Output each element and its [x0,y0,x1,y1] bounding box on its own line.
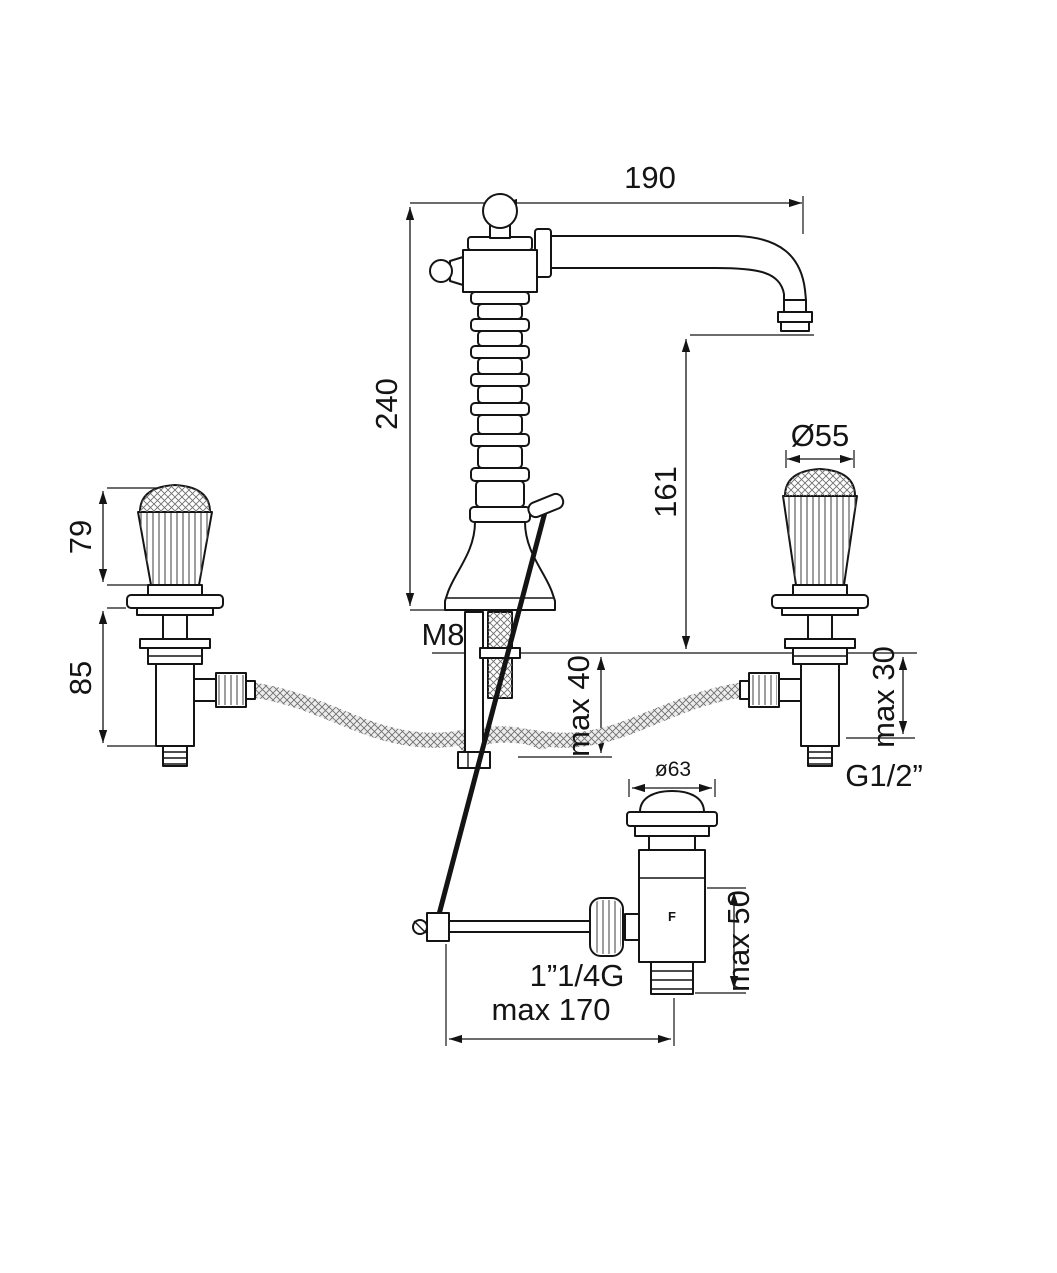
deck-washer [479,647,521,659]
label-spout-height: 240 [369,378,404,430]
right-washer [784,638,856,649]
left-valve-body [155,663,195,747]
label-outlet-height: 161 [648,466,683,518]
left-hose-ferrule [245,680,256,700]
label-deck-max-side: max 30 [866,646,901,748]
left-handle-valve [126,484,256,767]
left-escutcheon [126,594,224,609]
right-braided-hose [458,682,749,752]
right-knob-collar [792,584,848,596]
lift-rod [434,509,548,925]
label-waste-diameter: ø63 [655,758,691,781]
label-spout-reach: 190 [624,160,676,195]
left-knob-collar [147,584,203,596]
dimension-labels: 190 240 161 Ø55 79 85 M8 max 40 max 30 G… [63,160,923,1027]
spout-assembly [429,193,813,611]
waste-flange-lip [634,825,710,837]
right-hose-ferrule [739,680,750,700]
right-stem [807,614,833,640]
swan-spout [550,235,807,301]
label-deck-max-center: max 40 [561,655,596,757]
flexible-hoses [246,682,749,752]
label-valve-depth: 85 [63,661,98,695]
spout-outlet [783,299,807,313]
label-waste-thread: 1”1/4G [530,958,625,993]
label-handle-diameter: Ø55 [791,418,850,453]
popup-waste-assembly: F [624,790,718,995]
label-inlet-thread: G1/2” [845,758,923,793]
waste-flange [626,811,718,827]
label-handle-height: 79 [63,520,98,554]
waste-neck [648,835,696,851]
lift-rod-knob [527,492,565,519]
waste-body [638,849,706,963]
label-waste-depth: max 50 [721,890,756,992]
right-outlet-port [778,678,802,702]
guide-lock-nut [457,751,491,769]
label-rod-reach: max 170 [492,992,611,1027]
waste-body-mark: F [668,909,676,924]
popup-lift-rod [434,492,565,925]
column-rings [469,291,531,523]
rod-clevis [426,912,450,942]
top-finial-ball [482,193,518,229]
left-tailpiece [162,745,188,767]
spout-body [462,249,538,293]
dimension-lines [98,196,917,1046]
label-stud-thread: M8 [421,617,464,652]
aerator-ring-1 [777,311,813,323]
right-handle-valve [739,468,869,767]
left-outlet-port [193,678,217,702]
waste-plug-dome [639,790,705,813]
lift-rod-guide-tube [464,611,484,753]
left-stem [162,614,188,640]
right-tailpiece [807,745,833,767]
popup-horizontal-rod [412,897,629,957]
right-escutcheon-base [781,607,859,616]
side-finial-ball [429,259,453,283]
left-escutcheon-base [136,607,214,616]
right-valve-body [800,663,840,747]
rod-inlet-boss [624,913,640,941]
left-washer [139,638,211,649]
aerator-ring-2 [780,321,810,332]
side-finial-taper [449,256,464,286]
mounting-stud [457,611,521,769]
right-escutcheon [771,594,869,609]
